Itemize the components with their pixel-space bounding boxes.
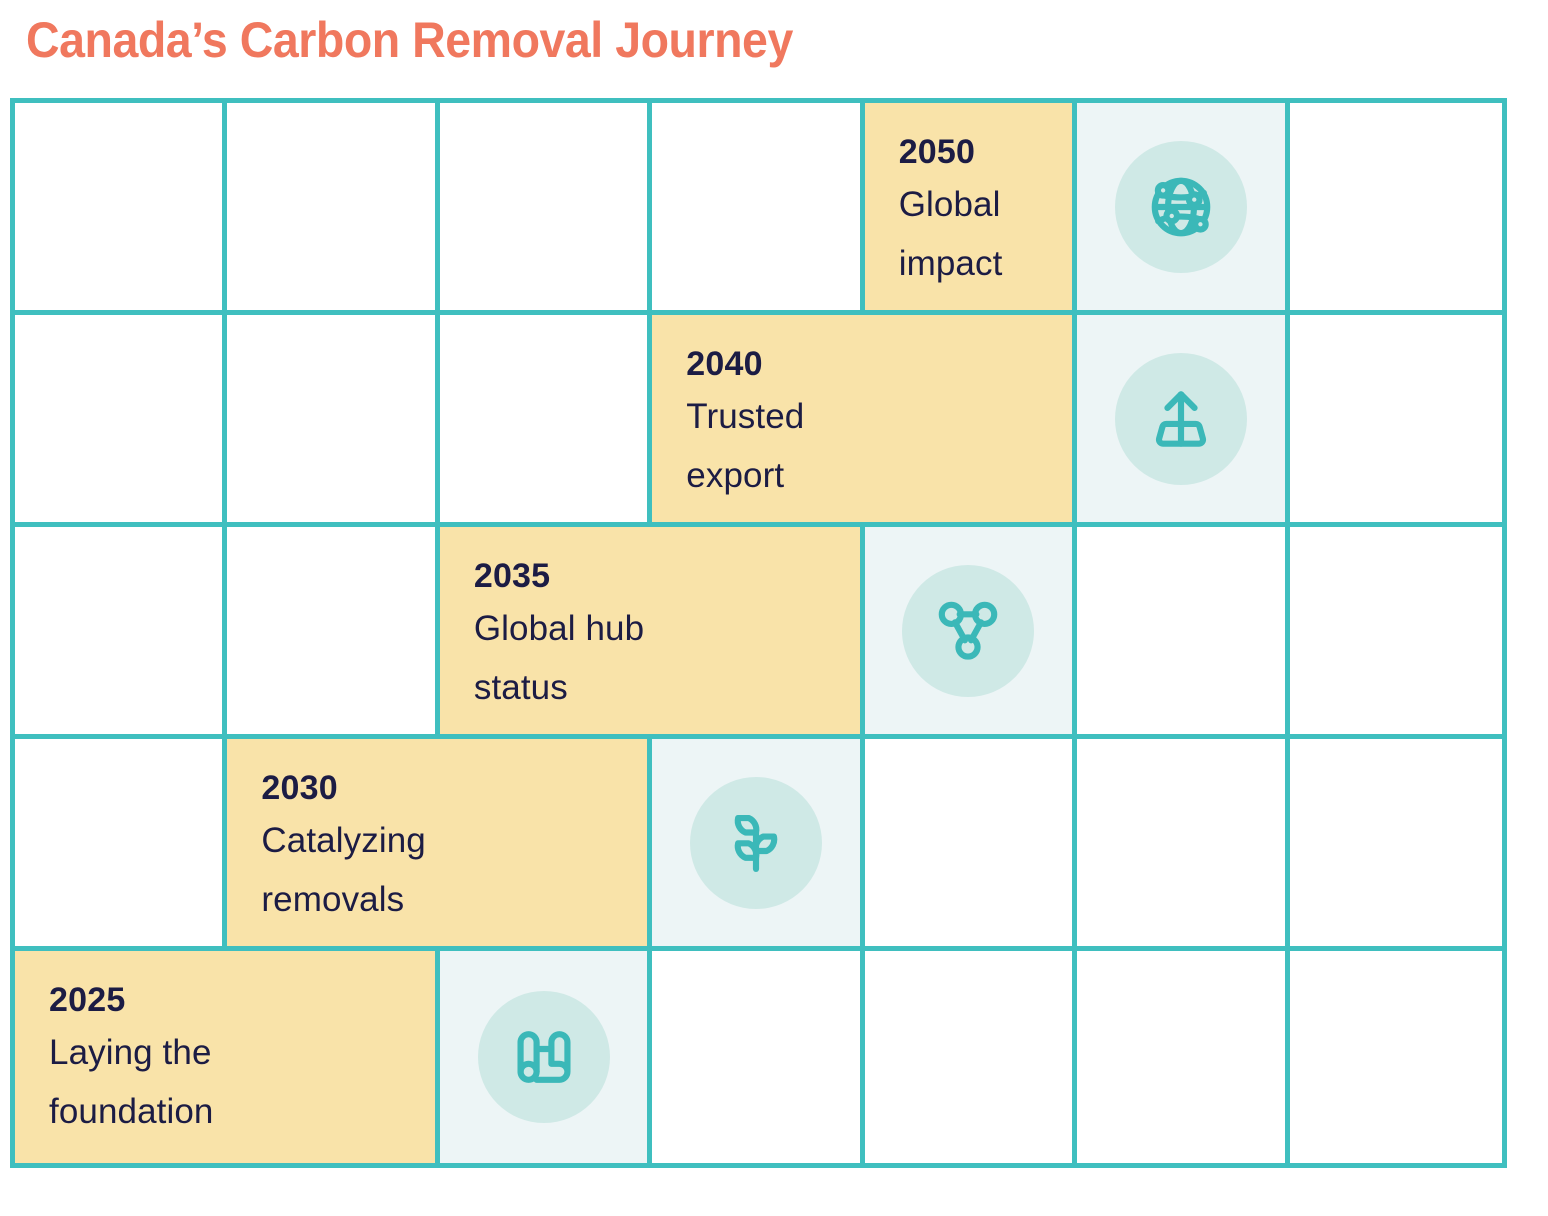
icon-cell-2025 <box>439 951 653 1163</box>
milestone-year: 2050 <box>898 133 976 171</box>
grid-cell <box>15 315 228 527</box>
grid-cell <box>439 103 653 315</box>
icon-badge <box>1114 140 1247 273</box>
grid-cell <box>227 527 440 739</box>
grid-cell <box>1289 739 1502 951</box>
blueprint-scroll-icon <box>517 1031 571 1083</box>
grid-cell <box>1289 315 1502 527</box>
grid-cell <box>1077 527 1290 739</box>
grid-cell <box>1077 739 1290 951</box>
grid-cell <box>1289 527 1502 739</box>
icon-badge <box>689 776 822 909</box>
milestone-description: Global impact <box>898 185 1003 283</box>
grid-cell <box>15 527 228 739</box>
grid-cell <box>439 315 653 527</box>
grid-cell <box>1289 951 1502 1163</box>
grid-cell <box>15 739 228 951</box>
grid-cell <box>227 315 440 527</box>
milestone-block-2025[interactable]: 2025 Laying the foundation <box>15 951 440 1163</box>
milestone-year: 2030 <box>261 769 338 807</box>
icon-badge <box>477 991 610 1123</box>
icon-cell-2035 <box>864 527 1078 739</box>
grid-cell <box>652 951 865 1163</box>
grid-cell <box>1289 103 1502 315</box>
milestone-year: 2025 <box>49 981 126 1019</box>
grid-cell <box>864 951 1078 1163</box>
grid-cell <box>15 103 228 315</box>
milestone-description: Global hub status <box>473 609 645 707</box>
page-title: Canada’s Carbon Removal Journey <box>26 12 793 68</box>
timeline-grid: 2050 Global impact <box>10 98 1507 1168</box>
sprout-icon <box>734 814 778 872</box>
grid-cell <box>864 739 1078 951</box>
grid-cell <box>227 103 440 315</box>
icon-badge <box>1114 352 1247 485</box>
milestone-block-2035[interactable]: 2035 Global hub status <box>439 527 865 739</box>
icon-cell-2030 <box>652 739 865 951</box>
milestone-description: Laying the foundation <box>49 1033 214 1131</box>
icon-cell-2040 <box>1077 315 1290 527</box>
grid-cell <box>652 103 865 315</box>
milestone-year: 2035 <box>473 557 551 595</box>
grid-cell <box>1077 951 1290 1163</box>
milestone-year: 2040 <box>686 345 763 383</box>
export-upload-icon <box>1155 390 1206 447</box>
milestone-block-2050[interactable]: 2050 Global impact <box>864 103 1078 315</box>
milestone-overlay: 2050 Global impact <box>15 103 1502 1163</box>
milestone-block-2030[interactable]: 2030 Catalyzing removals <box>227 739 653 951</box>
icon-badge <box>902 564 1035 697</box>
milestone-description: Trusted export <box>686 397 805 495</box>
milestone-block-2040[interactable]: 2040 Trusted export <box>652 315 1078 527</box>
icon-cell-2050 <box>1077 103 1290 315</box>
globe-network-icon <box>1151 177 1211 236</box>
network-hub-icon <box>939 601 998 660</box>
milestone-description: Catalyzing removals <box>261 821 426 919</box>
